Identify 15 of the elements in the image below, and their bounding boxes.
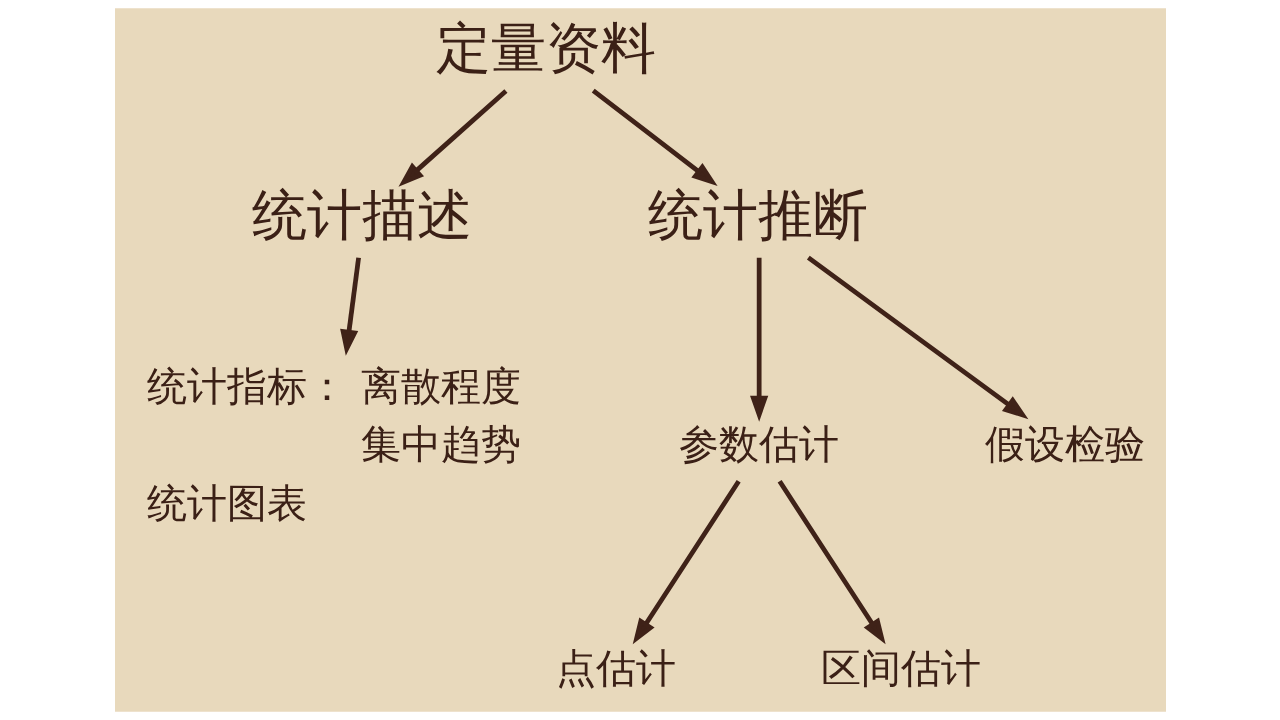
node-text: 统计推断 [647, 182, 868, 247]
arrow [777, 480, 886, 645]
arrow [591, 88, 718, 187]
node-text: 参数估计 [678, 421, 839, 469]
arrow [398, 89, 507, 187]
arrow [806, 255, 1028, 420]
node-text: 假设检验 [984, 421, 1145, 469]
arrow [749, 257, 768, 422]
arrow [339, 257, 361, 356]
node-text: 点估计 [555, 644, 676, 692]
node-text: 统计指标： 离散程度 集中趋势 统计图表 [146, 362, 521, 527]
node-text: 定量资料 [435, 15, 656, 80]
node-text: 区间估计 [820, 644, 981, 692]
node-text: 统计描述 [251, 182, 472, 247]
arrow [632, 480, 741, 645]
